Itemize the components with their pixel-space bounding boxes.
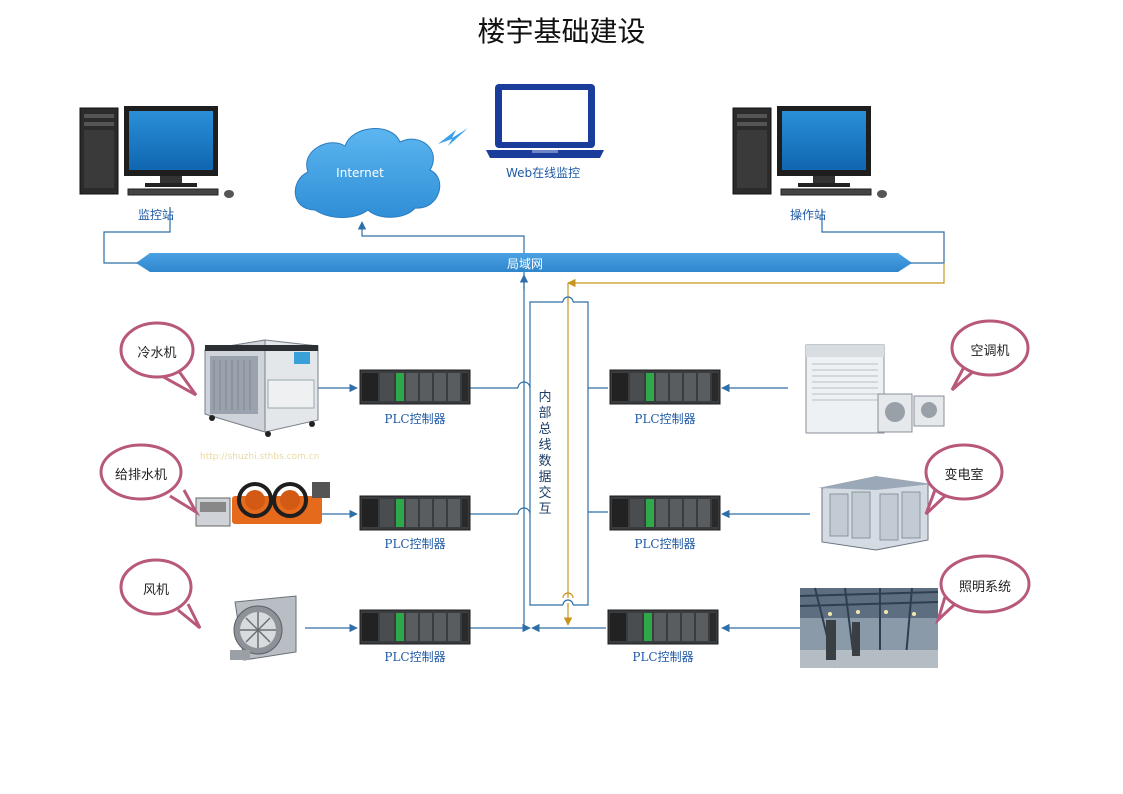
fan-blower-image xyxy=(230,595,297,661)
plc-label-left-1: PLC控制器 xyxy=(384,412,446,426)
plc-unit-right-3 xyxy=(607,609,719,645)
plc-label-right-2: PLC控制器 xyxy=(634,537,696,551)
orange-connector xyxy=(562,263,945,626)
image-watermark: http://shuzhi.sthbs.com.cn xyxy=(200,452,320,462)
plc-unit-right-1 xyxy=(609,369,721,405)
page-title: 楼宇基础建设 xyxy=(477,15,646,48)
left-connectors xyxy=(305,381,531,633)
top-connectors xyxy=(103,207,945,628)
web-monitor-label: Web在线监控 xyxy=(506,166,581,180)
operator-station-computer-icon xyxy=(732,106,887,198)
plc-label-right-1: PLC控制器 xyxy=(634,412,696,426)
bubble-fan xyxy=(119,558,202,630)
monitor-station-computer-icon xyxy=(79,106,234,198)
monitor-station-label: 监控站 xyxy=(138,208,175,222)
plc-label-left-3: PLC控制器 xyxy=(384,650,446,664)
plc-unit-right-2 xyxy=(609,495,721,531)
laptop-icon xyxy=(486,84,604,158)
bubble-lighting xyxy=(934,554,1031,625)
water-pump-machine-image xyxy=(195,482,330,527)
factory-lighting-image xyxy=(799,587,939,669)
device-label-water-pump: 给排水机 xyxy=(114,468,167,483)
bubble-chiller xyxy=(119,321,198,397)
air-conditioner-image xyxy=(805,344,945,434)
right-connectors xyxy=(531,383,810,633)
plc-label-left-2: PLC控制器 xyxy=(384,537,446,551)
lan-bus-bar xyxy=(136,253,912,272)
bubble-ac xyxy=(950,319,1030,392)
bubble-substation xyxy=(924,443,1004,516)
operator-station-label: 操作站 xyxy=(790,208,827,222)
plc-label-right-3: PLC控制器 xyxy=(632,650,694,664)
internet-label: Internet xyxy=(336,166,384,180)
internet-cloud-icon xyxy=(294,128,441,218)
wireless-lightning-icon xyxy=(438,128,468,146)
device-label-fan: 风机 xyxy=(142,583,169,598)
lan-label: 局域网 xyxy=(506,257,543,271)
bubble-water-pump xyxy=(99,443,201,517)
chiller-unit-image xyxy=(204,339,319,437)
device-label-ac: 空调机 xyxy=(970,344,1010,359)
plc-unit-left-2 xyxy=(359,495,471,531)
internal-bus-rails xyxy=(519,274,608,606)
plc-unit-left-1 xyxy=(359,369,471,405)
device-label-substation: 变电室 xyxy=(944,468,984,483)
speech-bubbles xyxy=(99,319,1031,630)
device-label-chiller: 冷水机 xyxy=(137,346,177,361)
substation-image xyxy=(818,476,932,551)
plc-unit-left-3 xyxy=(359,609,471,645)
device-label-lighting: 照明系统 xyxy=(958,580,1011,595)
internal-bus-label: 内部总线数据交互 xyxy=(538,390,552,517)
